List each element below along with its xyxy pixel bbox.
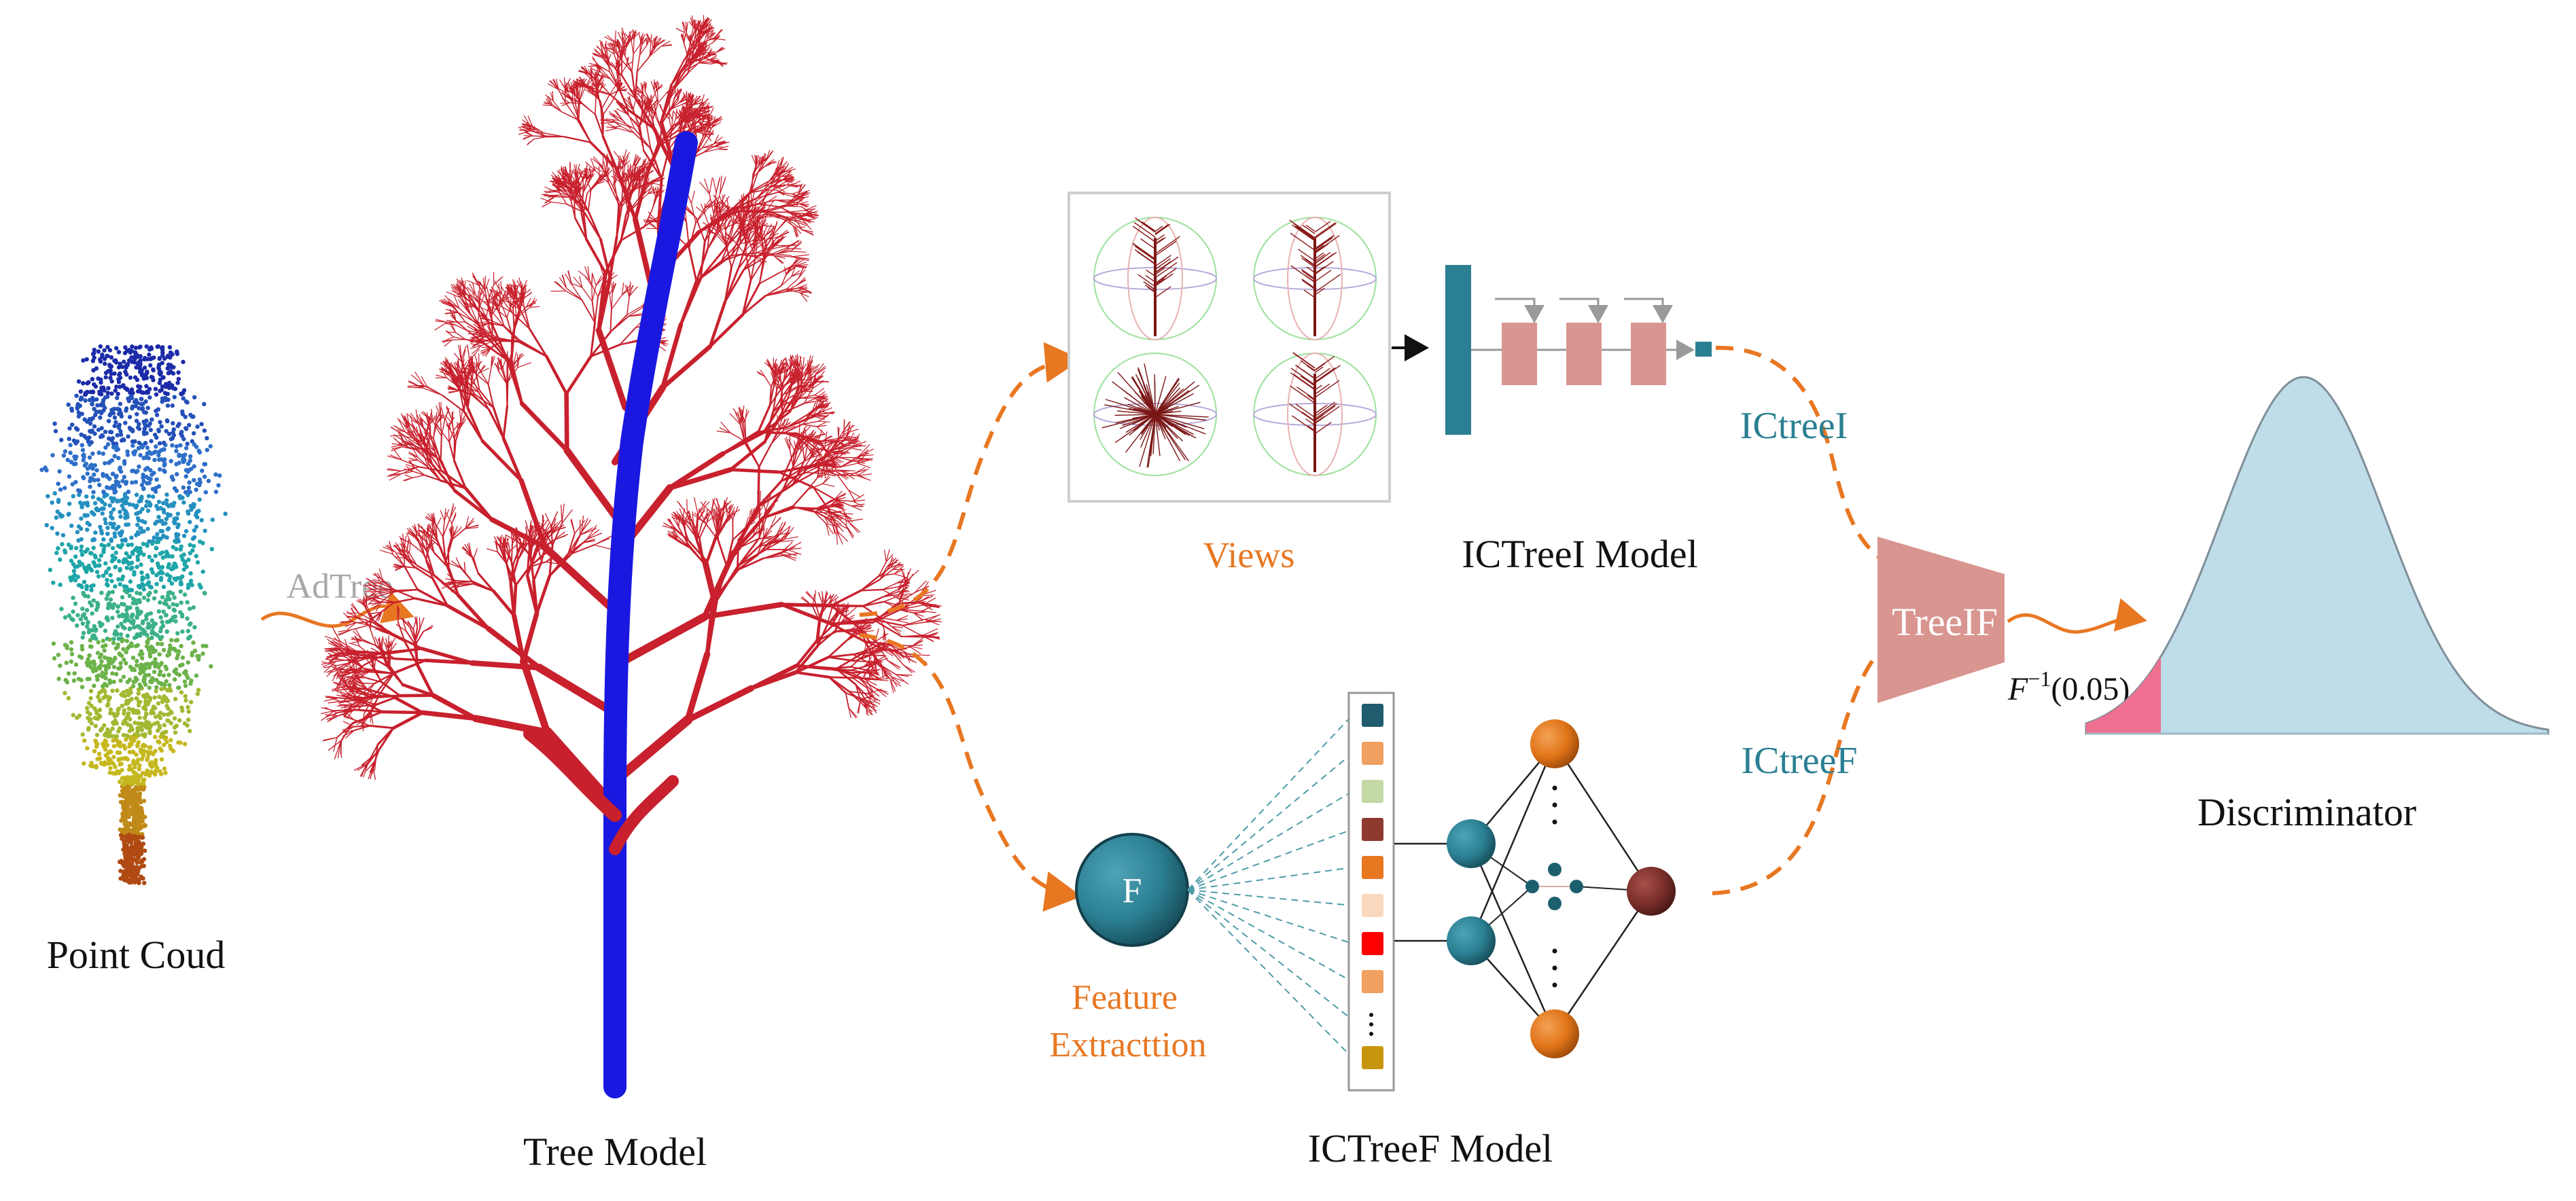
- feature-node-label: F: [1123, 872, 1142, 910]
- quantile-exponent: −1: [2028, 666, 2051, 691]
- cnn-block-2: [1566, 323, 1602, 385]
- point-cloud-figure: [39, 344, 228, 886]
- ictreei-to-treeif-arrow: [1715, 345, 1880, 559]
- view-side: [1253, 217, 1377, 340]
- quantile-argument: (0.05): [2051, 671, 2130, 707]
- treeif-to-discriminator-arrow: [2007, 598, 2147, 634]
- feature-extraction-label-2: Extracttion: [1049, 1026, 1206, 1064]
- quantile-base: F: [2007, 671, 2028, 707]
- view-front: [1093, 217, 1217, 340]
- cnn-output-node: [1695, 342, 1712, 357]
- ictreef-edge-label: ICtreeF: [1741, 740, 1857, 782]
- views-panel: [1068, 192, 1391, 503]
- feature-node: F: [1075, 833, 1189, 947]
- views-label: Views: [1203, 535, 1295, 575]
- feature-fan-lines: [1187, 715, 1353, 1058]
- cnn-block-3: [1631, 323, 1666, 385]
- ictreei-edge-label: ICtreeI: [1740, 405, 1848, 447]
- tree-model-label: Tree Model: [523, 1130, 707, 1174]
- treeif-label: TreeIF: [1892, 600, 1998, 644]
- tree-model-figure: [320, 14, 942, 1098]
- ictreef-to-treeif-arrow: [1712, 651, 1881, 895]
- ictreef-model-label: ICTreeF Model: [1308, 1126, 1553, 1170]
- view-oblique: [1253, 352, 1377, 476]
- ictreei-model-label: ICTreeI Model: [1462, 532, 1697, 576]
- feature-vector: [1347, 692, 1395, 1092]
- ictreei-network: [1445, 265, 1712, 435]
- to-views-arrow: [859, 342, 1082, 617]
- ictreef-mlp: [1394, 719, 1676, 1058]
- feature-extraction-label-1: Feature: [1072, 978, 1178, 1017]
- treeif-block: TreeIF: [1877, 537, 2005, 703]
- point-cloud-label: Point Coud: [47, 933, 226, 977]
- quantile-label: F−1(0.05): [2007, 666, 2130, 707]
- view-top: [1093, 353, 1217, 476]
- to-feature-arrow: [859, 633, 1082, 912]
- discriminator-label: Discriminator: [2198, 790, 2416, 834]
- cnn-block-1: [1502, 323, 1537, 385]
- cnn-input-layer: [1445, 265, 1471, 435]
- discriminator-distribution: [2085, 376, 2549, 735]
